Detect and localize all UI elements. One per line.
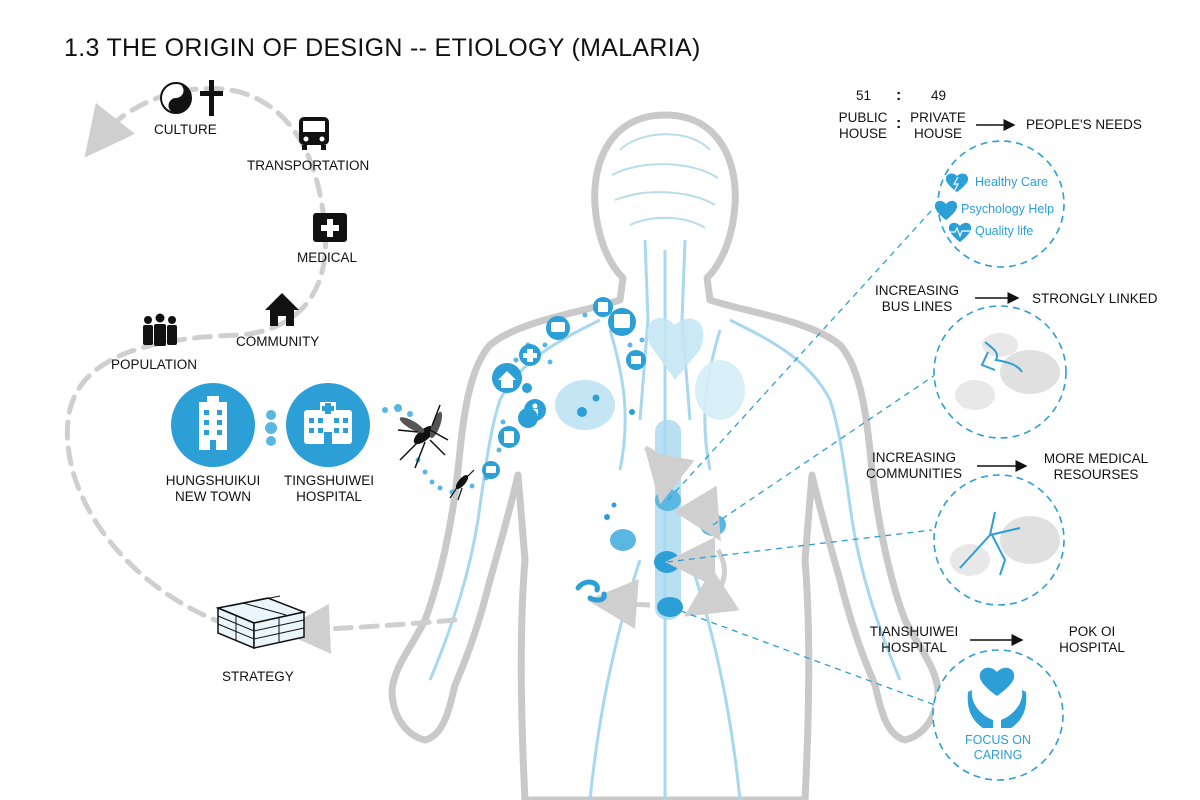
medical-resources-line1: MORE MEDICAL <box>1043 451 1149 466</box>
population-label: POPULATION <box>111 357 198 372</box>
tianshuiwei-hospital-label: TIANSHUIWEI HOSPITAL <box>862 624 966 656</box>
mosquito-icon <box>397 404 449 469</box>
medical-label: MEDICAL <box>297 250 358 265</box>
new-town-icon <box>171 383 255 467</box>
hospital-label: TINGSHUIWEI HOSPITAL <box>281 473 377 505</box>
strongly-linked-label: STRONGLY LINKED <box>1032 291 1158 306</box>
hospital-line2: HOSPITAL <box>296 489 362 504</box>
strategy-box-icon <box>215 595 307 650</box>
strategy-label: STRATEGY <box>222 669 294 684</box>
medical-kit-icon <box>313 213 347 242</box>
public-value: 51 <box>856 88 872 103</box>
to-hospital-line1: POK OI <box>1068 624 1116 639</box>
heartbeat-icon <box>948 222 972 242</box>
communities-line2: COMMUNITIES <box>866 466 962 481</box>
cycle-arrows <box>64 86 458 654</box>
bus-line2: BUS LINES <box>881 299 953 314</box>
bus-icon <box>299 117 329 150</box>
peoples-needs-label: PEOPLE'S NEEDS <box>1026 117 1142 132</box>
caring-line2: CARING <box>973 748 1023 762</box>
quality-life-label: Quality life <box>975 224 1034 238</box>
new-town-line2: NEW TOWN <box>175 489 251 504</box>
people-icon <box>518 408 538 428</box>
private-line1: PRIVATE <box>910 110 966 125</box>
ratio-separator: : <box>896 115 902 132</box>
cross-icon <box>200 80 223 116</box>
hospital-line1: TINGSHUIWEI <box>284 473 374 488</box>
public-line2: HOUSE <box>838 126 887 141</box>
yin-yang-icon <box>160 82 192 114</box>
new-town-line1: HUNGSHUIKUI <box>165 473 261 488</box>
heart-icon <box>934 200 958 220</box>
from-hospital-line1: TIANSHUIWEI <box>869 624 959 639</box>
public-house-label: PUBLIC HOUSE <box>832 110 894 142</box>
private-line2: HOUSE <box>913 126 962 141</box>
right-panel-arrows <box>970 119 1028 646</box>
ratio-separator-top: : <box>896 87 902 104</box>
people-icon <box>522 383 532 393</box>
public-line1: PUBLIC <box>838 110 888 125</box>
medical-resources-line2: RESOURSES <box>1053 467 1139 482</box>
transportation-label: TRANSPORTATION <box>247 158 370 173</box>
caring-line1: FOCUS ON <box>965 733 1031 747</box>
bus-lines-label: INCREASING BUS LINES <box>867 283 967 315</box>
psychology-help-label: Psychology Help <box>961 202 1055 216</box>
connector-dots <box>265 410 277 446</box>
human-body <box>388 111 942 800</box>
focus-on-caring-label: FOCUS ON CARING <box>938 733 1058 763</box>
new-town-label: HUNGSHUIKUI NEW TOWN <box>163 473 263 505</box>
communities-label: INCREASING COMMUNITIES <box>858 450 970 482</box>
healthy-care-label: Healthy Care <box>975 175 1048 189</box>
from-hospital-line2: HOSPITAL <box>881 640 947 655</box>
culture-label: CULTURE <box>154 122 217 137</box>
bus-line1: INCREASING <box>874 283 959 298</box>
private-value: 49 <box>931 88 947 103</box>
lightning-heart-icon <box>945 173 969 192</box>
house-icon <box>265 293 299 326</box>
pok-oi-hospital-label: POK OI HOSPITAL <box>1052 624 1132 656</box>
hands-heart-icon <box>967 667 1027 728</box>
dashed-connectors <box>666 209 936 706</box>
arm-icons <box>482 297 646 479</box>
community-label: COMMUNITY <box>236 334 320 349</box>
to-hospital-line2: HOSPITAL <box>1059 640 1125 655</box>
caring-bubble <box>932 649 1064 781</box>
community-map-bubble <box>933 474 1065 606</box>
bus-map-bubble <box>933 305 1067 439</box>
private-house-label: PRIVATE HOUSE <box>905 110 971 142</box>
hospital-icon <box>286 383 370 467</box>
people-icon <box>143 313 177 346</box>
medical-resources-label: MORE MEDICAL RESOURSES <box>1032 451 1160 483</box>
page-title: 1.3 THE ORIGIN OF DESIGN -- ETIOLOGY (MA… <box>64 34 701 62</box>
mosquito-icon <box>449 469 475 501</box>
communities-line1: INCREASING <box>871 450 956 465</box>
